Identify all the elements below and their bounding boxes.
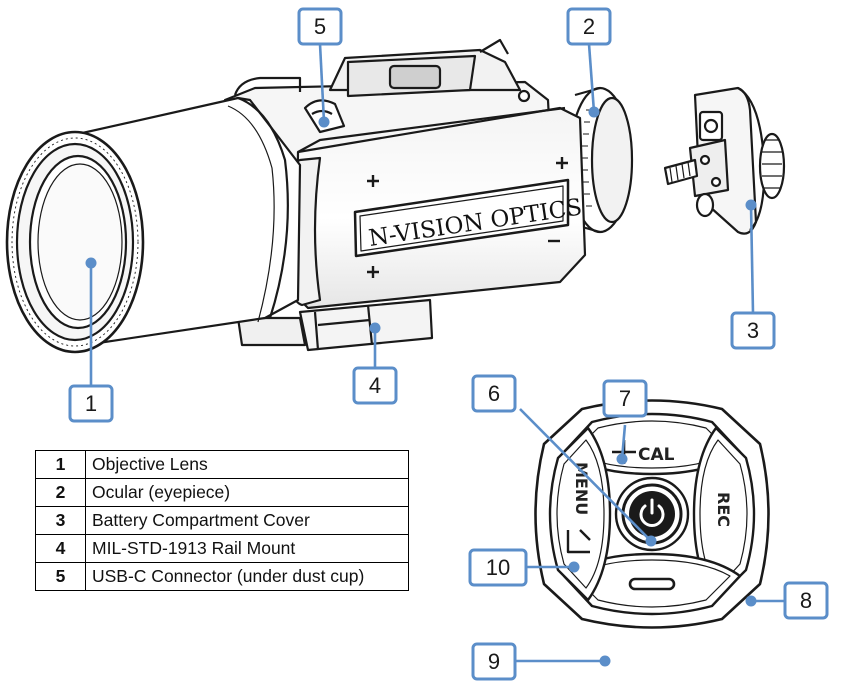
callout-3: 3	[730, 311, 776, 350]
callout-boxes: 1 2 3 4 5 6 7 8	[68, 7, 829, 681]
callout-5-number: 5	[314, 14, 326, 39]
legend-number: 1	[35, 450, 86, 479]
callout-3-number: 3	[747, 318, 759, 343]
legend-label: Battery Compartment Cover	[85, 506, 409, 535]
callout-2-number: 2	[583, 14, 595, 39]
legend-label: Objective Lens	[85, 450, 409, 479]
power-button[interactable]	[614, 476, 690, 552]
callout-2: 2	[566, 7, 612, 46]
objective-lens	[5, 130, 145, 354]
rail-mount	[236, 298, 434, 352]
menu-square-icon	[566, 529, 591, 554]
callout-5: 5	[297, 7, 343, 46]
callout-8: 8	[783, 581, 829, 620]
legend-number: 2	[35, 478, 86, 507]
battery-compartment-cover	[663, 86, 786, 235]
callout-1: 1	[68, 384, 114, 423]
legend-label: USB-C Connector (under dust cup)	[85, 562, 409, 591]
callout-6: 6	[471, 374, 517, 413]
legend-row: 2 Ocular (eyepiece)	[35, 478, 409, 507]
legend-number: 4	[35, 534, 86, 563]
night-vision-device: N-VISION OPTICS	[5, 38, 634, 354]
legend-number: 5	[35, 562, 86, 591]
legend-row: 1 Objective Lens	[35, 450, 409, 479]
keypad: CAL REC MENU	[534, 399, 770, 629]
callout-7: 7	[602, 379, 648, 418]
rec-label: REC	[714, 492, 733, 527]
top-control-block	[328, 38, 531, 103]
callout-4-number: 4	[369, 373, 381, 398]
legend-row: 3 Battery Compartment Cover	[35, 506, 409, 535]
callout-10-number: 10	[486, 555, 510, 580]
cover-screw	[663, 158, 715, 218]
legend-table: 1 Objective Lens 2 Ocular (eyepiece) 3 B…	[35, 450, 409, 591]
legend-label: Ocular (eyepiece)	[85, 478, 409, 507]
callout-9: 9	[471, 642, 517, 681]
minus-icon	[628, 577, 676, 591]
callout-9-number: 9	[488, 649, 500, 674]
callout-6-number: 6	[488, 381, 500, 406]
main-housing: N-VISION OPTICS	[283, 106, 587, 310]
legend-number: 3	[35, 506, 86, 535]
callout-1-number: 1	[85, 391, 97, 416]
legend-row: 4 MIL-STD-1913 Rail Mount	[35, 534, 409, 563]
callout-7-number: 7	[619, 386, 631, 411]
callout-8-number: 8	[800, 588, 812, 613]
menu-button[interactable]	[548, 426, 612, 602]
callout-10: 10	[468, 548, 528, 587]
power-icon	[639, 498, 665, 527]
legend-label: MIL-STD-1913 Rail Mount	[85, 534, 409, 563]
callout-4: 4	[352, 366, 398, 405]
cover-knob	[758, 132, 786, 200]
callout-leaders	[85, 43, 785, 667]
cal-label: CAL	[638, 445, 675, 465]
legend-row: 5 USB-C Connector (under dust cup)	[35, 562, 409, 591]
